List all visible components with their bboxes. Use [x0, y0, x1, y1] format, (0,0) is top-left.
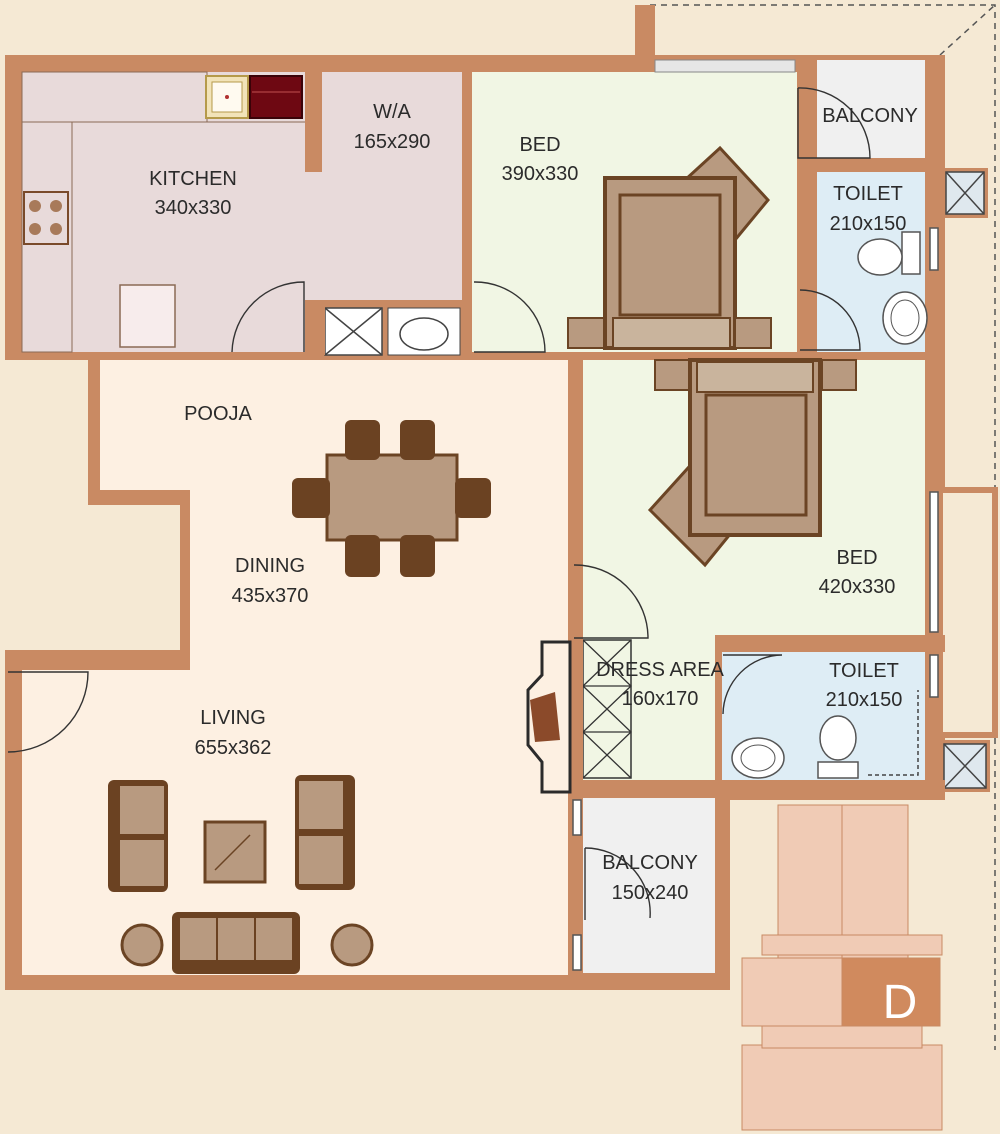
bed-icon [647, 358, 857, 568]
toilet-icon [857, 231, 921, 276]
toilet2-label: TOILET [829, 660, 899, 682]
unit-d-highlight [841, 957, 941, 1027]
kitchen-floor [22, 72, 462, 352]
windows [572, 227, 939, 971]
pooja-shrine-icon [526, 640, 572, 794]
kitchen-counter-top [21, 71, 208, 123]
unit-label: D [883, 976, 918, 1029]
key-plan: D [741, 804, 943, 1131]
balcony1-floor [817, 60, 927, 160]
bed2-size: 420x330 [819, 576, 896, 598]
balcony2-floor [583, 798, 715, 973]
door-icon [7, 87, 871, 920]
dining-table-icon [325, 453, 459, 542]
pooja-label: POOJA [184, 403, 252, 425]
sofa-icon [172, 912, 300, 974]
washbasin-icon [399, 317, 449, 351]
armchair-icon [295, 775, 355, 890]
toilet2-size: 210x150 [826, 689, 903, 711]
sink-icon [205, 75, 249, 119]
balcony2-label: BALCONY [602, 852, 698, 874]
bed2-label: BED [836, 547, 877, 569]
dining-size: 435x370 [232, 585, 309, 607]
balcony2-size: 150x240 [612, 882, 689, 904]
wa-size: 165x290 [354, 131, 431, 153]
dining-label: DINING [235, 555, 305, 577]
coffee-table-icon [203, 820, 267, 884]
boundary-dashed [650, 4, 996, 1050]
dress-area-label: DRESS AREA [596, 659, 724, 681]
living-size: 655x362 [195, 737, 272, 759]
toilet1-label: TOILET [833, 183, 903, 205]
washbasin-icon [882, 291, 928, 345]
hob-icon [23, 191, 69, 245]
kitchen-label: KITCHEN [149, 168, 237, 190]
chair-icon [292, 420, 491, 577]
armchair-icon [108, 780, 168, 892]
living-label: LIVING [200, 707, 266, 729]
side-table-icon [120, 923, 374, 967]
bed1-label: BED [519, 134, 560, 156]
toilet1-size: 210x150 [830, 213, 907, 235]
bed1-size: 390x330 [502, 163, 579, 185]
bed-icon [567, 145, 772, 350]
wa-label: W/A [373, 101, 411, 123]
bed2-floor [583, 360, 925, 780]
washbasin-icon [731, 737, 785, 779]
balcony1-label: BALCONY [822, 105, 918, 127]
kitchen-size: 340x330 [155, 197, 232, 219]
fridge [119, 284, 176, 348]
inner-walls [5, 60, 945, 990]
boundary-dashed-diagonal [939, 4, 996, 56]
dress-area-size: 160x170 [622, 688, 699, 710]
toilet-icon [817, 715, 859, 779]
stove-icon [249, 75, 303, 119]
